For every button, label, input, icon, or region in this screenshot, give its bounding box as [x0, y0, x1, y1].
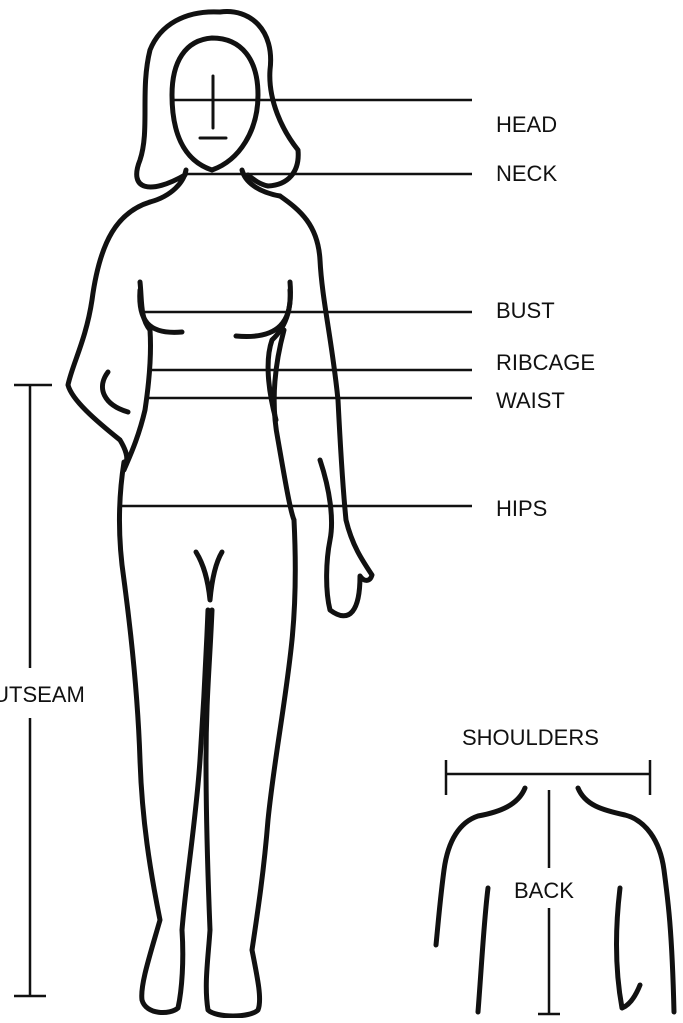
back-left-arm-inner	[478, 888, 488, 1012]
label-shoulders: SHOULDERS	[462, 725, 599, 750]
label-waist: WAIST	[496, 388, 565, 413]
left-arm-inner	[102, 372, 128, 412]
face	[172, 38, 258, 170]
left-side-waist	[124, 282, 151, 470]
label-head: HEAD	[496, 112, 557, 137]
torso-left	[68, 202, 150, 462]
crotch	[196, 552, 222, 600]
back-right-arm-inner	[616, 888, 640, 1008]
left-leg	[120, 462, 209, 1013]
label-neck: NECK	[496, 161, 557, 186]
label-outseam: OUTSEAM	[0, 682, 85, 707]
right-leg	[206, 520, 295, 1016]
female-figure	[68, 12, 372, 1016]
label-hips: HIPS	[496, 496, 547, 521]
measurement-labels: HEAD NECK BUST RIBCAGE WAIST HIPS	[496, 112, 595, 521]
back-inset: SHOULDERS BACK	[436, 725, 674, 1014]
label-bust: BUST	[496, 298, 555, 323]
label-back: BACK	[514, 878, 574, 903]
right-inner-arm	[274, 330, 294, 520]
back-left-shoulder	[436, 788, 525, 945]
outseam-measure: OUTSEAM	[0, 385, 85, 996]
label-ribcage: RIBCAGE	[496, 350, 595, 375]
back-right-shoulder	[578, 788, 674, 1012]
